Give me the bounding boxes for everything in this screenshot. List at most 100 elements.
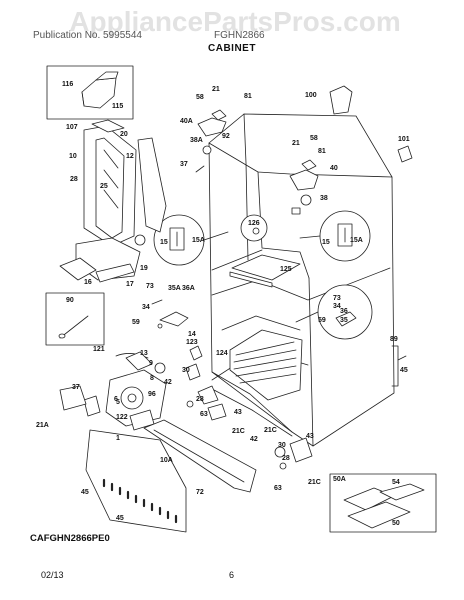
part-label: 45 <box>400 367 408 374</box>
part-label: 35 <box>340 317 348 324</box>
part-label: 30 <box>278 442 286 449</box>
top-hinge-left <box>195 109 227 173</box>
part-label: 50 <box>392 520 400 527</box>
part-label: 107 <box>66 124 78 131</box>
part-label: 36A <box>182 285 195 292</box>
part-label: 63 <box>200 411 208 418</box>
part-label: 20 <box>120 131 128 138</box>
part-label: 89 <box>390 336 398 343</box>
part-label: 42 <box>250 436 258 443</box>
part-label: 16 <box>84 279 92 286</box>
part-label: 122 <box>116 414 128 421</box>
model-code: CAFGHN2866PE0 <box>30 533 110 544</box>
part-label: 81 <box>244 93 252 100</box>
part-label: 123 <box>186 339 198 346</box>
part-label: 8 <box>150 375 154 382</box>
footer-date: 02/13 <box>41 570 64 580</box>
part-label: 15A <box>192 237 205 244</box>
part-label: 115 <box>112 103 123 110</box>
cabinet-body <box>208 113 395 447</box>
part-label: 38 <box>320 195 328 202</box>
part-label: 15 <box>322 239 330 246</box>
part-label: 28 <box>282 455 290 462</box>
model-header: FGHN2866 <box>214 30 265 41</box>
part-label: 37 <box>180 161 188 168</box>
part-label: 21A <box>36 422 49 429</box>
part-label: 43 <box>306 433 314 440</box>
inset-thermistor <box>45 292 105 346</box>
part-label: 38A <box>190 137 203 144</box>
lower-back-panel <box>85 429 187 533</box>
part-label: 34 <box>333 303 341 310</box>
section-title: CABINET <box>208 43 256 54</box>
inset-bin-parts <box>329 473 437 533</box>
part-label: 15 <box>160 239 168 246</box>
part-label: 21C <box>232 428 245 435</box>
part-label: 45 <box>116 515 124 522</box>
part-label: 21C <box>308 479 321 486</box>
part-label: 59 <box>132 319 140 326</box>
part-label: 37 <box>72 384 80 391</box>
top-hinge-right <box>289 159 319 215</box>
part-label: 34 <box>142 304 150 311</box>
part-label: 25 <box>100 183 108 190</box>
part-label: 12 <box>126 153 134 160</box>
part-label: 92 <box>222 133 230 140</box>
part-label: 30 <box>182 367 190 374</box>
part-label: 125 <box>280 266 292 273</box>
fan-assembly <box>59 351 201 431</box>
part-label: 121 <box>93 346 105 353</box>
part-label: 50A <box>333 476 346 483</box>
hinge-bracket-100 <box>329 85 353 115</box>
publication-number: Publication No. 5995544 <box>33 30 142 41</box>
part-101 <box>397 145 413 163</box>
part-label: 101 <box>398 136 410 143</box>
part-label: 36 <box>340 308 348 315</box>
part-label: 35A <box>168 285 181 292</box>
part-label: 126 <box>248 220 260 227</box>
part-label: 73 <box>333 295 341 302</box>
part-label: 116 <box>62 81 73 88</box>
part-label: 21C <box>264 427 277 434</box>
part-label: 21 <box>292 140 300 147</box>
part-label: 40A <box>180 118 193 125</box>
part-label: 100 <box>305 92 317 99</box>
part-label: 15A <box>350 237 363 244</box>
part-label: 54 <box>392 479 400 486</box>
part-label: 90 <box>66 297 74 304</box>
footer-page-number: 6 <box>229 570 235 580</box>
part-label: 58 <box>310 135 318 142</box>
part-label: 59 <box>318 317 326 324</box>
part-label: 124 <box>216 350 228 357</box>
part-label: 13 <box>140 350 148 357</box>
part-label: 28 <box>70 176 78 183</box>
part-label: 21 <box>212 86 220 93</box>
part-label: 43 <box>234 409 242 416</box>
part-label: 10A <box>160 457 173 464</box>
part-label: 81 <box>318 148 326 155</box>
inset-hinge-cover <box>46 65 134 120</box>
part-label: 6 <box>114 396 118 403</box>
duct-assembly <box>59 119 167 283</box>
part-label: 40 <box>330 165 338 172</box>
part-label: 96 <box>148 391 156 398</box>
part-label: 58 <box>196 94 204 101</box>
part-label: 17 <box>126 281 134 288</box>
part-label: 5 <box>116 399 120 406</box>
part-label: 10 <box>69 153 77 160</box>
part-label: 14 <box>188 331 196 338</box>
part-label: 42 <box>164 379 172 386</box>
callout-circle-126 <box>240 214 268 242</box>
part-label: 63 <box>274 485 282 492</box>
part-label: 73 <box>146 283 154 290</box>
part-label: 19 <box>140 265 148 272</box>
part-label: 45 <box>81 489 89 496</box>
part-label: 72 <box>196 489 204 496</box>
part-label: 28 <box>196 396 204 403</box>
part-label: 9 <box>149 360 153 367</box>
part-label: 1 <box>116 435 120 442</box>
watermark: AppliancePartsPros.com <box>69 6 401 37</box>
